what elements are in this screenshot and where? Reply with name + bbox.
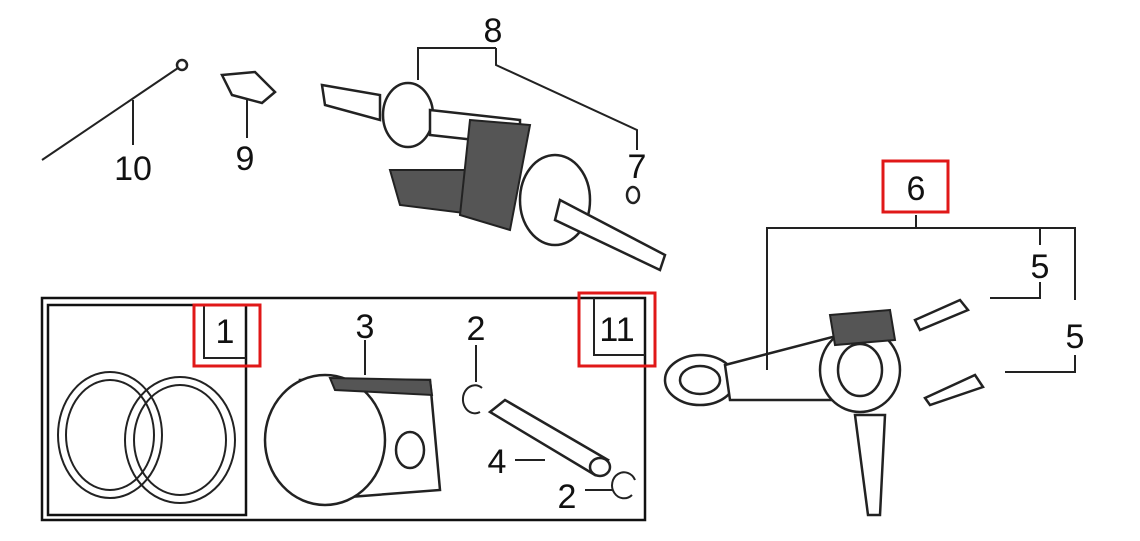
callout-7: 7	[628, 148, 647, 186]
connecting-rod-part: 6 5 5	[663, 170, 1085, 517]
clip-upper-part: 2	[461, 310, 486, 415]
callout-8: 8	[484, 12, 503, 50]
piston-rings-part: 1	[57, 313, 236, 504]
callout-2-upper: 2	[467, 310, 486, 348]
highlight-box-11	[577, 291, 657, 368]
callout-5-upper: 5	[1031, 248, 1050, 286]
piston-kit-box	[40, 296, 647, 522]
piston-rings-box	[46, 303, 248, 517]
piston-part: 3	[263, 308, 442, 507]
callout-5-lower: 5	[1066, 318, 1085, 356]
callout-9: 9	[236, 140, 255, 178]
key-part: 9	[220, 70, 277, 178]
callout-1: 1	[216, 313, 235, 351]
clip-lower-part: 2	[558, 471, 636, 516]
highlight-box-6	[881, 159, 950, 214]
highlight-box-1	[192, 303, 262, 368]
piston-pin-part: 4	[488, 398, 612, 481]
callout-11: 11	[599, 311, 634, 349]
crankshaft-part: 8 7	[320, 12, 667, 272]
callout-10: 10	[114, 150, 152, 188]
callout-4: 4	[488, 443, 507, 481]
callout-6: 6	[907, 170, 926, 208]
callout-3: 3	[356, 308, 375, 346]
callout-2-lower: 2	[558, 478, 577, 516]
wire-tie-part: 10	[41, 58, 189, 188]
